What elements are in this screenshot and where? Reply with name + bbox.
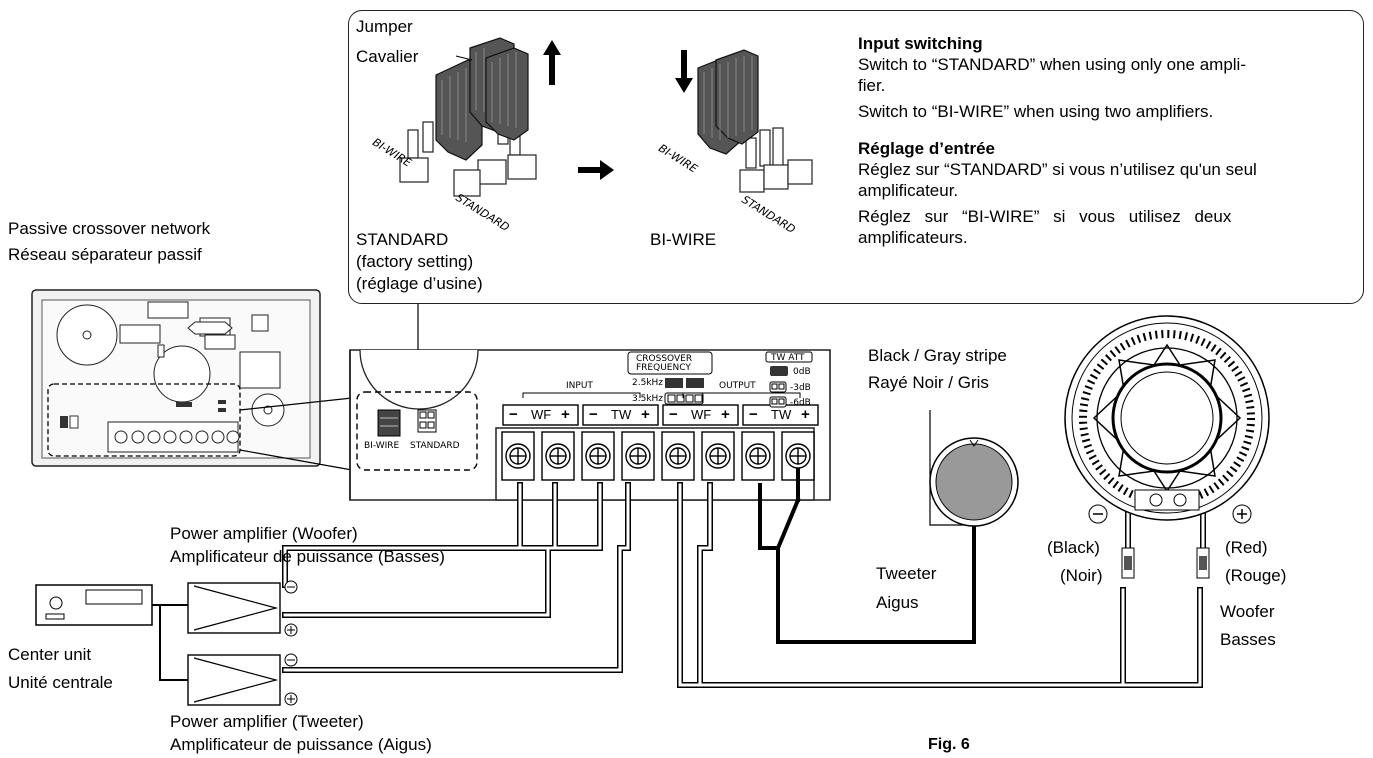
figure-caption: Fig. 6 bbox=[928, 736, 970, 753]
amplifier-tweeter bbox=[187, 653, 298, 706]
att-3db: -3dB bbox=[790, 383, 811, 393]
woofer-black-en: (Black) bbox=[1047, 538, 1100, 557]
wires bbox=[149, 468, 1206, 688]
input-switching-line1b: fier. bbox=[858, 76, 886, 95]
woofer-label-fr: Basses bbox=[1220, 630, 1276, 649]
reglage-heading: Réglage d’entrée bbox=[858, 139, 995, 158]
freq-3-5khz: 3.5kHz bbox=[632, 394, 664, 404]
woofer-red-en: (Red) bbox=[1225, 538, 1268, 557]
bi-wire-label: BI-WIRE bbox=[650, 230, 717, 249]
reglage-line2: Réglez sur “BI-WIRE” si vous utilisez de… bbox=[858, 207, 1232, 226]
center-unit-label-fr: Unité centrale bbox=[8, 673, 113, 692]
tweeter-icon bbox=[929, 410, 1019, 527]
reglage-line2b: amplificateurs. bbox=[858, 228, 968, 247]
jumper-standard-illustration bbox=[399, 37, 561, 197]
att-6db: -6dB bbox=[790, 398, 811, 408]
freq-2-5khz: 2.5kHz bbox=[632, 378, 664, 388]
crossover-label-fr: Réseau séparateur passif bbox=[8, 245, 202, 264]
input-label: INPUT bbox=[566, 381, 593, 391]
amplifier-woofer bbox=[187, 580, 298, 637]
att-0db: 0dB bbox=[793, 367, 811, 377]
reglage-line1b: amplificateur. bbox=[858, 181, 959, 200]
standard-label: STANDARD bbox=[356, 230, 449, 249]
amp-woofer-label-en: Power amplifier (Woofer) bbox=[170, 524, 358, 543]
crossover-frequency-l2: FREQUENCY bbox=[636, 363, 691, 373]
reglage-line1: Réglez sur “STANDARD” si vous n’utilisez… bbox=[858, 160, 1257, 179]
woofer-black-fr: (Noir) bbox=[1060, 566, 1103, 585]
tweeter-label-fr: Aigus bbox=[876, 593, 919, 612]
amp-tweeter-label-fr: Amplificateur de puissance (Aigus) bbox=[170, 735, 432, 754]
input-switching-line2: Switch to “BI-WIRE” when using two ampli… bbox=[858, 102, 1214, 121]
center-unit-label-en: Center unit bbox=[8, 645, 92, 664]
woofer-icon bbox=[1064, 315, 1270, 579]
tweeter-label-en: Tweeter bbox=[876, 564, 937, 583]
jumper-label-fr: Cavalier bbox=[356, 47, 419, 66]
factory-setting-fr: (réglage d’usine) bbox=[356, 274, 483, 293]
center-unit-icon bbox=[35, 584, 153, 626]
jumper-biwire-illustration bbox=[675, 49, 813, 193]
xover-biwire-label: BI-WIRE bbox=[364, 441, 400, 451]
factory-setting-en: (factory setting) bbox=[356, 252, 474, 271]
crossover-frequency-l1: CROSSOVER bbox=[636, 354, 693, 364]
input-switching-line1: Switch to “STANDARD” when using only one… bbox=[858, 55, 1246, 74]
tweeter-wire-en: Black / Gray stripe bbox=[868, 346, 1007, 365]
input-switching-heading: Input switching bbox=[858, 34, 983, 53]
crossover-detail bbox=[349, 349, 831, 501]
woofer-red-fr: (Rouge) bbox=[1225, 566, 1287, 585]
xover-standard-label: STANDARD bbox=[410, 441, 460, 451]
crossover-label-en: Passive crossover network bbox=[8, 219, 211, 238]
pcb-thumbnail bbox=[31, 289, 353, 471]
amp-tweeter-label-en: Power amplifier (Tweeter) bbox=[170, 712, 364, 731]
amp-woofer-label-fr: Amplificateur de puissance (Basses) bbox=[170, 547, 445, 566]
arrow-right-icon bbox=[578, 160, 614, 180]
woofer-label-en: Woofer bbox=[1220, 602, 1275, 621]
terminal-labels-boxes bbox=[502, 404, 819, 426]
jumper-label-en: Jumper bbox=[356, 17, 413, 36]
output-label: OUTPUT bbox=[719, 381, 756, 391]
tweeter-wire-fr: Rayé Noir / Gris bbox=[868, 373, 989, 392]
tw-att-label: TW ATT bbox=[771, 353, 805, 363]
